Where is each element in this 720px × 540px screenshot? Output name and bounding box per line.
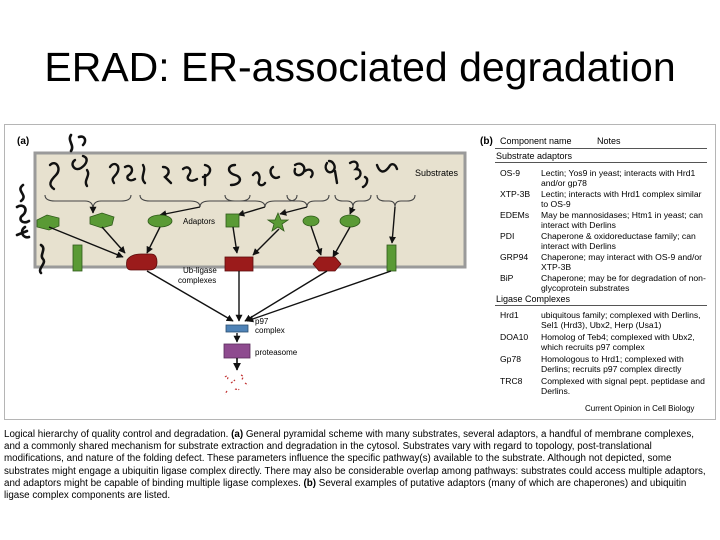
- component-note: Lectin; Yos9 in yeast; interacts with Hr…: [541, 168, 696, 188]
- ligase-label-line1: Ub-ligase: [183, 266, 217, 275]
- substrates-label: Substrates: [415, 168, 459, 178]
- panel-b-table: (b) Component name Notes Substrate adapt…: [475, 133, 711, 417]
- substrate-chain: [293, 162, 314, 179]
- ligase-hrd1: [126, 253, 158, 271]
- component-note: Homologous to Hrd1; complexed with Derli…: [541, 354, 684, 374]
- slide-title: ERAD: ER-associated degradation: [44, 44, 676, 90]
- component-name: Gp78: [500, 354, 522, 364]
- membrane-substrate: [15, 204, 31, 224]
- substrate-chain: [84, 168, 90, 188]
- component-note: Chaperone; may be for degradation of non…: [541, 273, 706, 293]
- component-name: TRC8: [500, 376, 523, 386]
- ligase-box: [224, 256, 254, 272]
- membrane-substrate: [15, 225, 31, 239]
- component-note: Lectin; interacts with Hrd1 complex simi…: [541, 189, 702, 209]
- component-note: Chaperone & oxidoreductase family; can i…: [541, 231, 696, 251]
- membrane-substrate: [68, 133, 87, 153]
- adaptors-label: Adaptors: [183, 217, 215, 226]
- ligase-label-line2: complexes: [178, 276, 216, 285]
- substrate-chain: [48, 161, 60, 191]
- section-title-ligases: Ligase Complexes: [496, 294, 571, 304]
- component-note: Chaperone; may interact with OS-9 and/or…: [541, 252, 702, 272]
- component-name: XTP-3B: [500, 189, 531, 199]
- substrate-chain: [181, 166, 199, 182]
- membrane-substrate: [38, 243, 46, 275]
- component-name: PDI: [500, 231, 515, 241]
- caption-a-text: General pyramidal scheme with many subst…: [4, 429, 706, 489]
- section-rule: [495, 162, 707, 163]
- p97-label-line2: complex: [255, 326, 285, 335]
- substrate-chain: [108, 162, 120, 185]
- membrane-substrate-squiggles: [15, 133, 87, 275]
- component-note: May be mannosidases; Htm1 in yeast; can …: [541, 210, 703, 230]
- adaptor-shape: [339, 214, 361, 228]
- p97-label-line1: p97: [255, 317, 269, 326]
- substrate-chain: [227, 163, 242, 187]
- adaptor-shape: [386, 244, 397, 272]
- component-name: GRP94: [500, 252, 529, 262]
- component-note: Complexed with signal pept. peptidase an…: [541, 376, 705, 396]
- substrate-chain: [269, 165, 281, 180]
- component-note: Homolog of Teb4; complexed with Ubx2, wh…: [541, 332, 695, 352]
- panel-b-tag: (b): [480, 136, 493, 147]
- substrate-chain: [375, 163, 399, 173]
- peptide-fragments: [224, 374, 249, 395]
- component-name: OS-9: [500, 168, 521, 178]
- component-note: ubiquitous family; complexed with Derlin…: [541, 310, 701, 330]
- adaptor-to-ligase-arrows: [48, 225, 351, 258]
- substrate-chain: [201, 163, 212, 187]
- section-rule: [495, 305, 707, 306]
- adaptor-shape: [302, 215, 320, 227]
- caption-lead: Logical hierarchy of quality control and…: [4, 429, 232, 440]
- membrane-substrate: [19, 183, 25, 203]
- adaptor-shape: [89, 212, 115, 229]
- component-name: BiP: [500, 273, 514, 283]
- adaptor-shape: [225, 213, 240, 228]
- substrate-chain: [141, 163, 147, 185]
- caption-b-text: Several examples of putative adaptors (m…: [4, 477, 687, 502]
- substrate-chain: [361, 175, 369, 189]
- adaptor-shape: [36, 214, 60, 231]
- ligase-to-p97-arrows: [146, 270, 392, 323]
- column-header-notes: Notes: [597, 136, 621, 146]
- section-title-adaptors: Substrate adaptors: [496, 151, 573, 161]
- p97-complex: [225, 324, 249, 333]
- substrate-squiggles: [48, 154, 399, 191]
- substrate-chain: [161, 165, 173, 185]
- component-name: Hrd1: [500, 310, 519, 320]
- journal-credit: Current Opinion in Cell Biology: [585, 404, 695, 413]
- er-lumen: [33, 151, 467, 269]
- panel-a-tag: (a): [17, 136, 29, 147]
- component-name: DOA10: [500, 332, 529, 342]
- adaptor-shape: [72, 244, 83, 272]
- substrate-brackets: [44, 194, 416, 210]
- column-header-component: Component name: [500, 136, 572, 146]
- ligase-complexes: [126, 253, 342, 272]
- caption-b-tag: (b): [303, 477, 317, 489]
- adaptor-shape: [266, 211, 290, 232]
- component-name: EDEMs: [500, 210, 530, 220]
- proteasome: [223, 343, 251, 359]
- proteasome-label: proteasome: [255, 348, 298, 357]
- substrate-chain: [123, 164, 137, 182]
- substrate-chain: [324, 159, 339, 185]
- substrate-chain: [71, 154, 88, 171]
- substrate-chain: [251, 171, 267, 187]
- header-rule: [495, 148, 707, 149]
- adaptor-shape: [147, 214, 173, 228]
- figure-caption: Logical hierarchy of quality control and…: [4, 429, 712, 502]
- substrate-chain: [348, 160, 362, 181]
- caption-a-tag: (a): [231, 429, 244, 440]
- figure-frame: (a): [4, 124, 716, 420]
- erad-diagram: (a): [15, 133, 467, 395]
- substrate-to-adaptor-arrows: [89, 206, 397, 244]
- adaptors: [36, 211, 397, 272]
- ligase-hex: [312, 256, 342, 272]
